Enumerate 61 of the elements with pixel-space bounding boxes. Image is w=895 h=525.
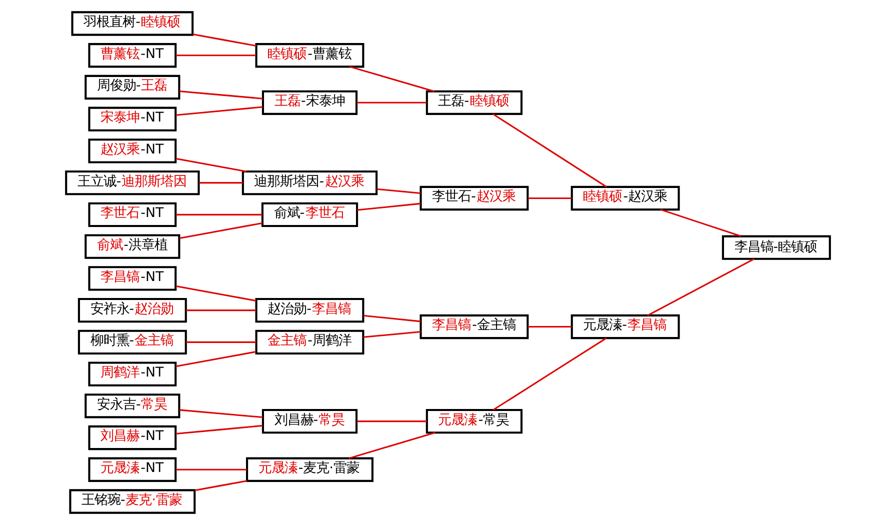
connector <box>175 214 262 216</box>
connector <box>362 330 420 338</box>
connector <box>348 432 435 460</box>
node-box: 羽根直树-睦镇硕 <box>70 11 194 36</box>
node-box: 金主镐-周鹤洋 <box>254 330 364 354</box>
node-box: 周俊勋-王磊 <box>84 74 180 100</box>
node-box: 赵治勋-李昌镐 <box>254 298 364 323</box>
connector <box>194 480 246 492</box>
node-box: 李世石-NT <box>88 202 176 228</box>
connector <box>492 338 606 411</box>
connector <box>178 222 262 239</box>
node-box: 王立诚-迪那斯塔因 <box>64 170 200 196</box>
node-box: 李昌镐-NT <box>88 266 176 291</box>
node-box: 迪那斯塔因-赵汉乘 <box>241 170 378 196</box>
node-box: 王铭琬-麦克·雷蒙 <box>68 489 196 514</box>
node-box: 元晟溱-李昌镐 <box>570 314 680 340</box>
connector <box>356 202 420 211</box>
node-box: 周鹤洋-NT <box>88 362 176 386</box>
node-box: 刘昌赫-NT <box>88 425 176 450</box>
node-box: 王磊-睦镇硕 <box>425 90 522 115</box>
node-box: 曹薰铉-NT <box>88 43 176 68</box>
node-box: 李世石-赵汉乘 <box>419 186 528 211</box>
connector <box>646 258 754 316</box>
node-box: 睦镇硕-赵汉乘 <box>570 186 680 211</box>
connector <box>175 424 262 435</box>
connector <box>178 90 262 100</box>
connector <box>362 314 420 322</box>
connector <box>175 468 246 470</box>
node-box: 柳时熏-金主镐 <box>77 330 186 354</box>
connector <box>356 102 426 104</box>
node-box: 俞斌-李世石 <box>260 202 358 228</box>
connector <box>198 182 242 184</box>
connector <box>186 310 256 312</box>
connector <box>660 208 741 237</box>
node-box: 王磊-宋泰坤 <box>261 90 358 115</box>
connector <box>175 351 256 368</box>
connector <box>192 34 256 47</box>
connector <box>178 409 262 418</box>
node-box: 元晟溱-麦克·雷蒙 <box>246 457 373 482</box>
node-box: 赵汉乘-NT <box>88 138 176 164</box>
connector <box>175 106 262 116</box>
connector <box>175 158 246 172</box>
node-box: 宋泰坤-NT <box>88 106 176 132</box>
connector <box>376 188 420 194</box>
connector <box>527 326 572 328</box>
node-box: 元晟溱-常昊 <box>425 408 522 434</box>
node-box: 刘昌赫-常昊 <box>261 408 358 434</box>
connector <box>175 54 256 56</box>
node-box: 元晟溱-NT <box>88 457 176 482</box>
node-box: 俞斌-洪章植 <box>84 234 180 259</box>
node-box: 睦镇硕-曹薰铉 <box>254 43 364 68</box>
node-box: 李昌镐-金主镐 <box>419 314 528 340</box>
connector <box>175 285 256 302</box>
connector <box>186 341 256 343</box>
node-box: 安永吉-常昊 <box>84 394 180 418</box>
node-box: 安祚永-赵治勋 <box>77 298 186 323</box>
connector <box>356 420 426 422</box>
node-box: 李昌镐-睦镇硕 <box>721 235 830 260</box>
connector <box>492 113 607 188</box>
connector <box>348 66 434 92</box>
connector <box>527 197 572 200</box>
